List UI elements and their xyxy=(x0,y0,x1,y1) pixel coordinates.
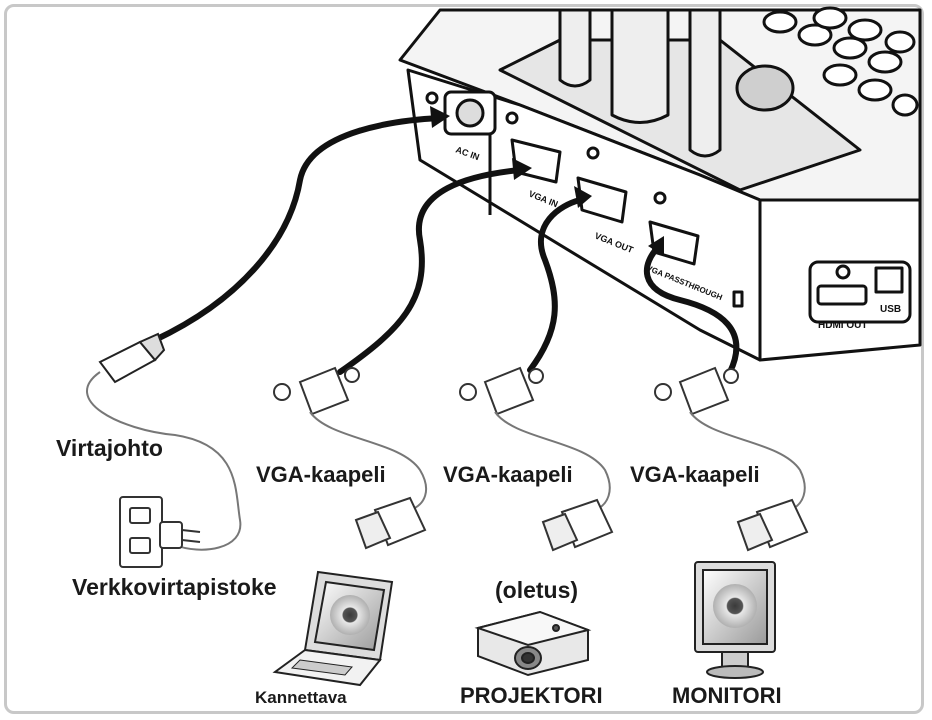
power-cable-path xyxy=(152,115,443,343)
power-cord-label: Virtajohto xyxy=(56,435,163,461)
document-camera xyxy=(398,6,922,362)
vga-cable-set-1 xyxy=(273,366,428,550)
wall-outlet-label: Verkkovirtapistoke xyxy=(72,574,277,600)
vga-out-cable-path xyxy=(527,197,583,373)
power-cord-thin xyxy=(86,371,242,551)
thick-cables xyxy=(152,115,740,375)
arrow-vga-out xyxy=(574,186,592,208)
vga-cable-label-1: VGA-kaapeli xyxy=(256,462,386,487)
usb-label: USB xyxy=(880,304,901,315)
vga-cable-label-3: VGA-kaapeli xyxy=(630,462,760,487)
wall-outlet-icon xyxy=(119,496,201,568)
vga-cable-set-3 xyxy=(654,366,809,552)
monitor-icon xyxy=(694,561,776,679)
vga-passthrough-cable-path xyxy=(643,242,740,375)
projector-icon xyxy=(474,610,592,677)
power-plug xyxy=(98,332,166,384)
vga-cable-label-2: VGA-kaapeli xyxy=(443,462,573,487)
hdmi-out-label: HDMI OUT xyxy=(818,320,867,331)
vga-in-cable-path xyxy=(337,167,523,375)
laptop-icon xyxy=(272,570,394,687)
arrow-vga-passthrough xyxy=(648,236,664,256)
monitor-label: MONITORI xyxy=(672,683,782,708)
projector-label: PROJEKTORI xyxy=(460,683,603,708)
vga-cable-set-2 xyxy=(459,366,614,552)
arrowheads xyxy=(430,106,664,256)
laptop-label: Kannettava xyxy=(255,688,347,707)
default-note-label: (oletus) xyxy=(495,577,579,603)
arrow-vga-in xyxy=(512,158,532,180)
arrow-ac-in xyxy=(430,106,450,128)
